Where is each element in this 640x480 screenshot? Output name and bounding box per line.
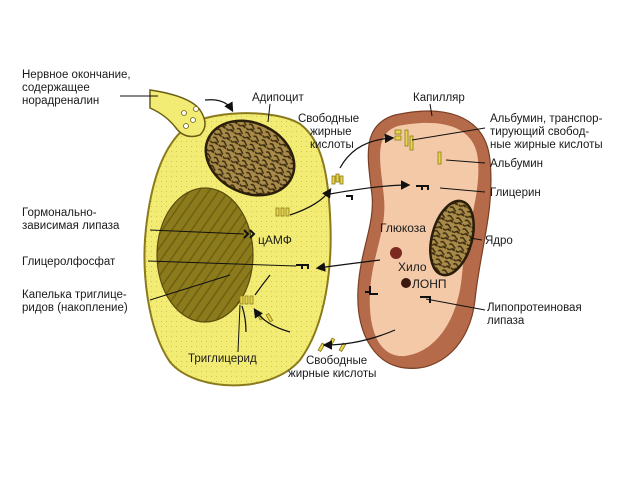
- label-chylo: Хило: [398, 260, 427, 274]
- label-glucose: Глюкоза: [380, 221, 426, 235]
- label-glycerophosphate: Глицеролфосфат: [22, 256, 116, 268]
- capillary-lumen: [369, 122, 479, 357]
- label-triglyceride-droplet: Капелька триглице- ридов (накопление): [22, 289, 130, 314]
- vldl-dot: [401, 278, 411, 288]
- label-nerve-ending: Нервное окончание, содержащее норадренал…: [22, 69, 134, 107]
- enzyme-marks: [243, 185, 431, 303]
- adipocyte: [143, 112, 332, 387]
- capillary: [357, 110, 492, 369]
- label-glycerol: Глицерин: [490, 187, 541, 199]
- labels: Нервное окончание, содержащее норадренал…: [22, 69, 606, 380]
- label-lipoprotein-lipase: Липопротеиновая липаза: [487, 302, 585, 327]
- chylomicron-dot: [390, 247, 402, 259]
- label-nucleus: Ядро: [485, 235, 513, 247]
- label-adipocyte: Адипоцит: [252, 92, 304, 104]
- label-camp: цАМФ: [258, 233, 292, 247]
- nerve-ending: [149, 89, 206, 138]
- label-albumin-transport: Альбумин, транспор- тирующий свобод- ные…: [490, 113, 606, 151]
- endothelial-nucleus: [429, 199, 475, 277]
- arrows: [204, 99, 411, 350]
- label-free-fatty-acids-bottom: Свободные жирные кислоты: [288, 355, 376, 380]
- label-free-fatty-acids-top: Свободные жирные кислоты: [298, 113, 362, 151]
- triglyceride-droplet: [156, 187, 254, 323]
- label-hormone-sensitive-lipase: Гормонально- зависимая липаза: [22, 207, 120, 232]
- adipocyte-nucleus: [204, 119, 296, 197]
- label-albumin: Альбумин: [490, 158, 543, 170]
- label-vldl: ЛОНП: [412, 277, 447, 291]
- label-capillary: Капилляр: [413, 92, 465, 104]
- leader-lines: [120, 95, 486, 353]
- label-triglyceride: Триглицерид: [188, 353, 257, 365]
